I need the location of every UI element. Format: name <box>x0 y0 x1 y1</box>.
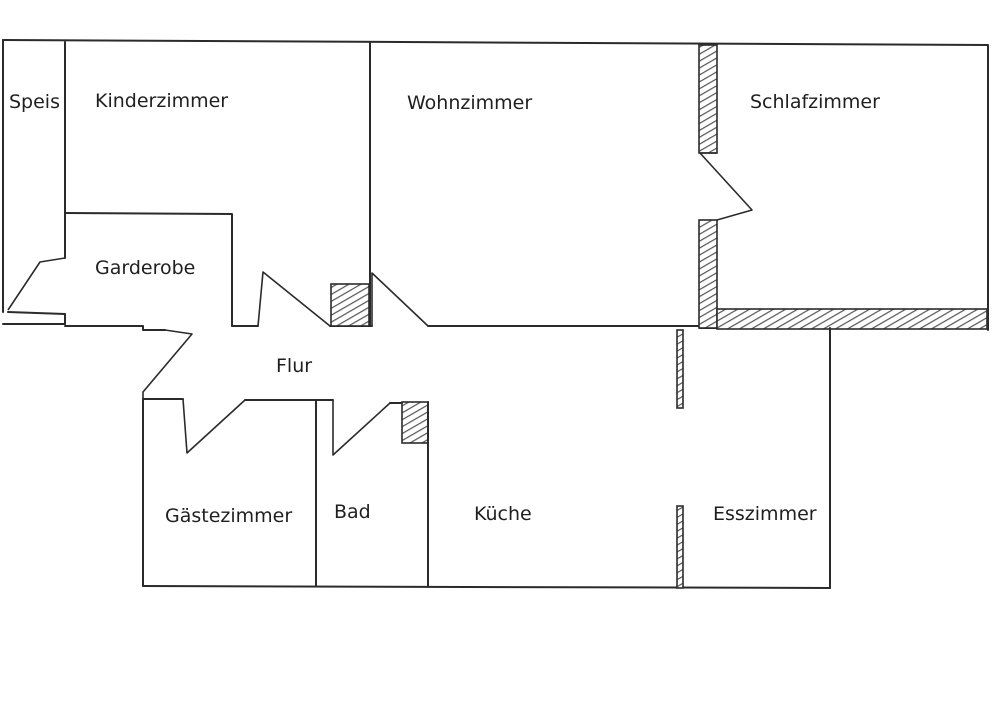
lower-bottom-wall <box>142 585 831 589</box>
room-label-esszimmer: Esszimmer <box>713 503 817 525</box>
room-label-kueche: Küche <box>474 503 532 525</box>
gaestezimmer-door-swing <box>182 398 246 454</box>
chimney-block <box>330 283 370 327</box>
speis-door-jamb <box>7 311 66 315</box>
room-label-speis: Speis <box>9 91 60 113</box>
room-label-garderobe: Garderobe <box>95 257 195 279</box>
room-label-flur: Flur <box>276 355 312 377</box>
kueche-esszimmer-partition-upper <box>676 329 684 409</box>
room-label-schlafzimmer: Schlafzimmer <box>750 91 880 113</box>
kueche-esszimmer-partition-lower <box>676 505 684 589</box>
room-label-kinderzimmer: Kinderzimmer <box>95 90 228 112</box>
bathroom-shaft-block <box>401 401 429 444</box>
schlafzimmer-wall-upper <box>698 44 718 154</box>
kinderzimmer-garderobe-wall <box>64 212 233 327</box>
schlafzimmer-bottom-wall <box>716 308 988 330</box>
upper-bottom-wall-left <box>64 325 166 331</box>
schlafzimmer-wall-lower <box>698 219 718 329</box>
schlafzimmer-door-swing <box>699 152 753 221</box>
outer-wall-top <box>2 39 989 331</box>
bad-door-swing <box>332 400 391 456</box>
flur-entrance-door-swing <box>142 329 193 399</box>
room-label-gaestezimmer: Gästezimmer <box>165 505 292 527</box>
room-label-wohnzimmer: Wohnzimmer <box>407 92 532 114</box>
wohnzimmer-door-swing <box>371 272 429 327</box>
room-label-bad: Bad <box>334 501 371 523</box>
speis-door-swing <box>7 257 66 311</box>
garderobe-door-swing <box>257 271 331 327</box>
